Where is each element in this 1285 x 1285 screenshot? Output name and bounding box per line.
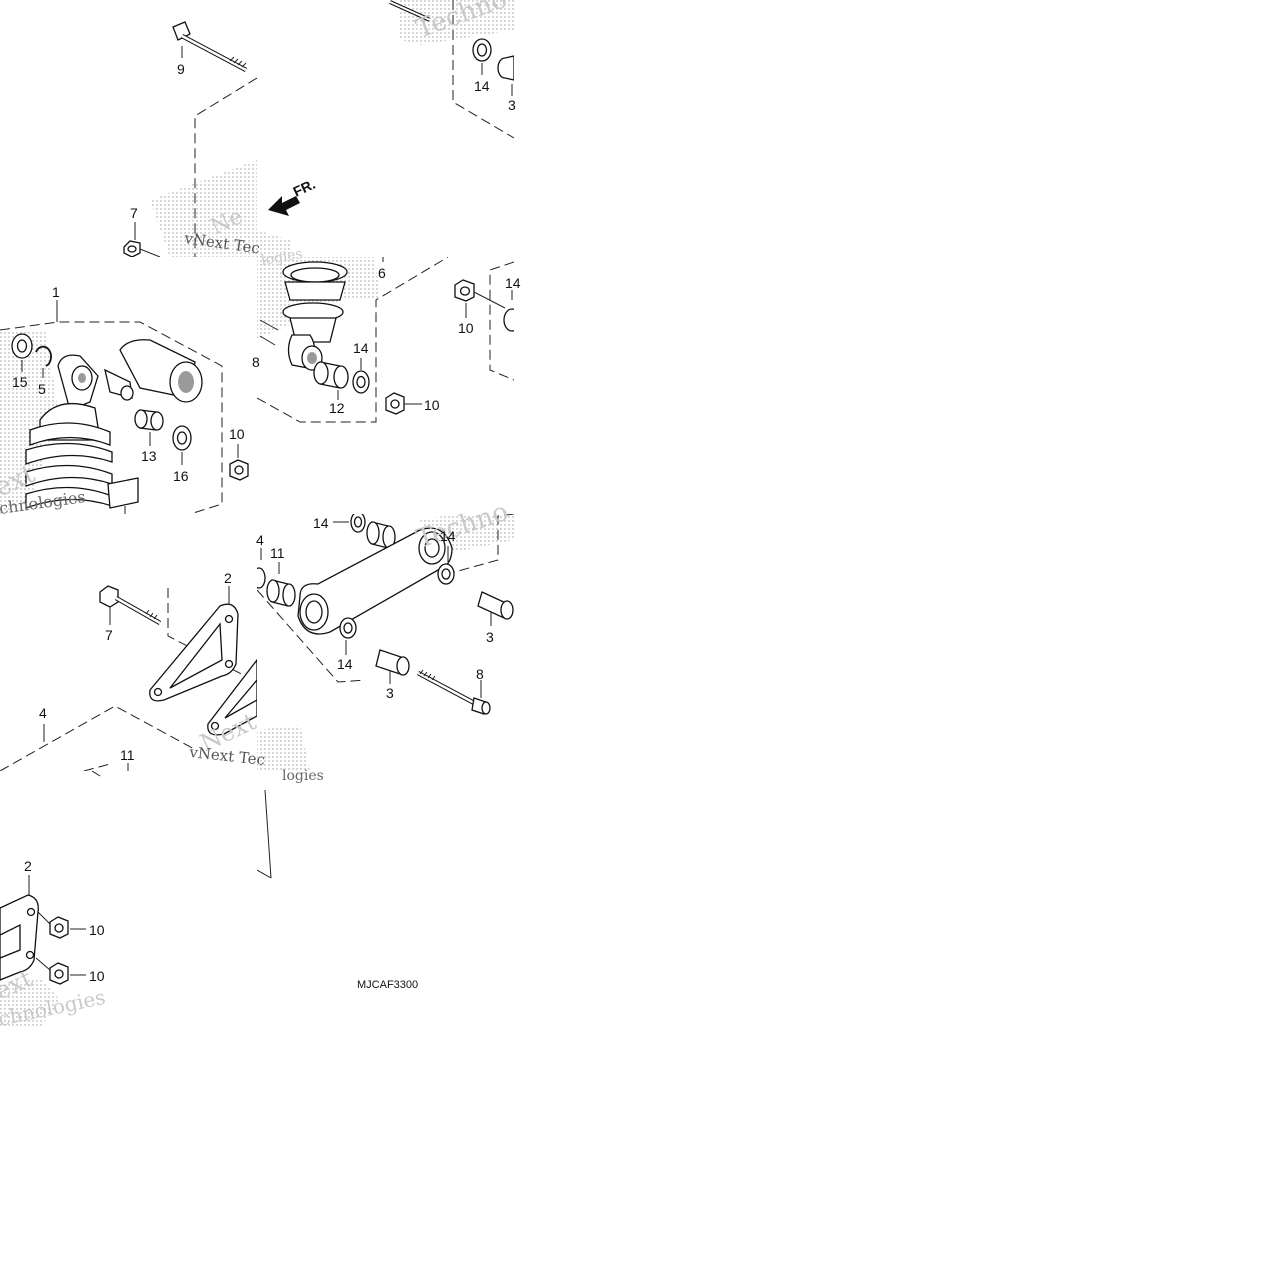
nut-10-lower-a	[49, 916, 69, 939]
bushing-13	[134, 409, 164, 431]
washer-14-link-left	[257, 567, 266, 589]
callout-16: 16	[173, 468, 189, 484]
callout-14: 14	[313, 515, 329, 531]
shock-upper-mount	[259, 261, 348, 371]
callout-10: 10	[424, 397, 440, 413]
bolt-8-lower	[416, 669, 491, 715]
callout-10: 10	[229, 426, 245, 442]
washer-14-top	[472, 38, 492, 62]
callout-8: 8	[252, 354, 260, 370]
watermark-layer: Techno vNext Tec Ne logies ext chnologie…	[0, 0, 512, 1031]
collar-3-lower	[375, 649, 410, 676]
callout-4: 4	[39, 705, 47, 721]
callout-3: 3	[486, 629, 494, 645]
bracket-2	[149, 603, 239, 702]
callout-7: 7	[130, 205, 138, 221]
front-direction-label: FR.	[291, 176, 318, 200]
bushing-12	[313, 361, 349, 389]
callout-4: 4	[256, 532, 264, 548]
nut-10-center	[385, 392, 405, 415]
washer-16	[172, 425, 192, 451]
callout-14: 14	[440, 528, 456, 544]
callout-13: 13	[141, 448, 157, 464]
bolt-9	[172, 21, 248, 72]
washer-14-link-right	[437, 563, 455, 585]
tile-middle-left	[0, 300, 249, 514]
tile-center	[257, 257, 514, 423]
bolt-7-lower	[99, 585, 162, 625]
washer-14-link-lower	[339, 617, 357, 639]
callout-7: 7	[105, 627, 113, 643]
callout-1: 1	[52, 284, 60, 300]
callout-8: 8	[476, 666, 484, 682]
tile-lower-left	[0, 771, 101, 1028]
bracket-2-lower	[0, 894, 39, 981]
suspension-link	[297, 527, 453, 635]
washer-14-link-top	[350, 514, 366, 533]
washer-14-center	[352, 370, 370, 394]
callout-5: 5	[38, 381, 46, 397]
callout-14: 14	[505, 275, 521, 291]
callout-3: 3	[508, 97, 516, 113]
callout-15: 15	[12, 374, 28, 390]
callout-3: 3	[386, 685, 394, 701]
callout-14: 14	[337, 656, 353, 672]
drawing-code: MJCAF3300	[357, 979, 418, 991]
watermark-text: vNext Tec	[188, 743, 266, 769]
collar-3-top	[497, 55, 514, 81]
callout-10: 10	[89, 922, 105, 938]
bushing-link-top	[366, 521, 396, 549]
nut-7-top	[123, 240, 161, 257]
nut-10-left	[229, 459, 249, 481]
callout-11: 11	[120, 747, 135, 763]
callout-14: 14	[474, 78, 490, 94]
watermark-text: logies	[260, 246, 304, 269]
callout-2: 2	[24, 858, 32, 874]
callout-11: 11	[270, 545, 285, 561]
bushing-11	[266, 579, 296, 607]
bracket-2-rear	[207, 658, 257, 736]
callout-12: 12	[329, 400, 345, 416]
callout-labels: 9 14 3 7 6 1 10 14 15 5 8 14 12 10 13 10…	[12, 61, 521, 984]
tile-top-left	[123, 21, 257, 257]
washer-15	[11, 333, 33, 359]
collar-3-right	[477, 591, 514, 620]
nut-10-lower-b	[49, 962, 69, 985]
washer-14-right	[503, 308, 514, 332]
callout-2: 2	[224, 570, 232, 586]
watermark-text: logies	[282, 768, 324, 784]
shock-absorber-1	[25, 339, 203, 509]
tile-bottom-center	[257, 514, 514, 771]
callout-6: 6	[378, 265, 386, 281]
callout-9: 9	[177, 61, 185, 77]
front-direction-arrow	[268, 196, 300, 216]
tile-top-middle	[257, 0, 514, 257]
callout-10: 10	[458, 320, 474, 336]
callout-10: 10	[89, 968, 105, 984]
circlip-5	[35, 345, 52, 367]
tile-lower-center	[257, 789, 272, 879]
nut-10-right	[454, 279, 475, 302]
tile-bottom-left	[0, 585, 257, 771]
callout-14: 14	[353, 340, 369, 356]
